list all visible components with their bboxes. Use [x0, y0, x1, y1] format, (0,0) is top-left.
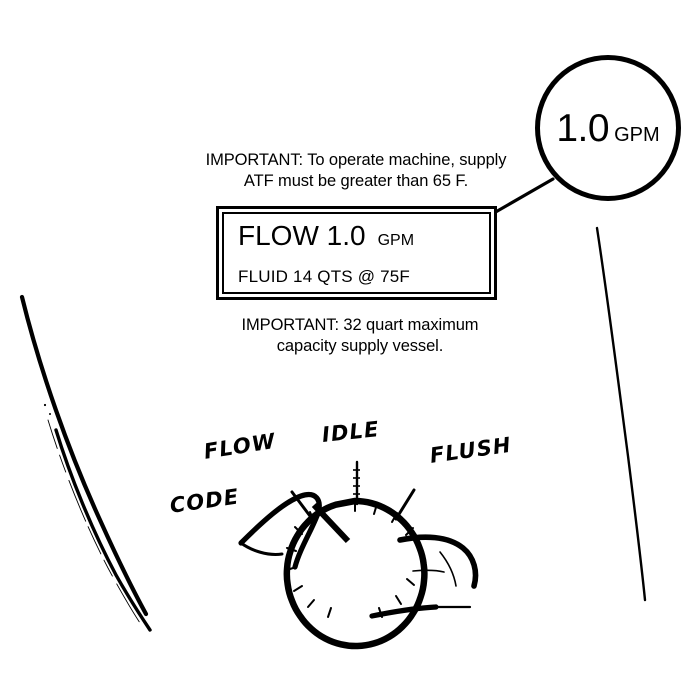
important-note-top: IMPORTANT: To operate machine, supply AT…: [176, 150, 536, 192]
knob-leader-code: [238, 492, 322, 570]
important-note-top-line2: ATF must be greater than 65 F.: [243, 172, 469, 191]
flow-rate-callout: 1.0 GPM: [535, 55, 681, 201]
knob-body[interactable]: [283, 497, 428, 650]
lcd-display-panel: FLOW 1.0 GPM FLUID 14 QTS @ 75F: [216, 206, 497, 300]
knob-knurl-marks: [286, 500, 415, 618]
important-note-bottom-line2: capacity supply vessel.: [276, 337, 444, 356]
lcd-flow-text: FLOW 1.0: [238, 220, 366, 251]
knob-leader-code-tail: [239, 541, 284, 556]
knob-leader-flush: [394, 488, 416, 521]
housing-speck-b: [49, 413, 51, 415]
knob-bracket-right-hairline: [412, 569, 445, 573]
knob-base-sweep: [369, 604, 439, 619]
knob-bracket-right-detail: [439, 551, 457, 587]
knob-leader-idle-ticks: [353, 469, 360, 495]
housing-speck-a: [43, 403, 47, 407]
callout-unit: GPM: [614, 123, 660, 146]
callout-content: 1.0 GPM: [556, 109, 659, 148]
important-note-bottom-line1: IMPORTANT: 32 quart maximum: [241, 316, 479, 334]
lcd-line-flow: FLOW 1.0 GPM: [238, 222, 414, 250]
lcd-display-screen: FLOW 1.0 GPM FLUID 14 QTS @ 75F: [222, 212, 491, 294]
housing-contour-left-inner: [54, 428, 152, 632]
important-note-bottom: IMPORTANT: 32 quart maximum capacity sup…: [200, 315, 520, 357]
important-note-top-line1: IMPORTANT: To operate machine, supply: [205, 151, 507, 169]
housing-contour-left-outer: [19, 294, 149, 617]
lcd-line-fluid: FLUID 14 QTS @ 75F: [238, 267, 411, 286]
callout-value: 1.0: [556, 106, 610, 150]
knob-leader-flow: [290, 490, 315, 522]
housing-detail-hairline-left: [47, 419, 143, 627]
lcd-flow-unit: GPM: [377, 232, 415, 249]
housing-contour-right: [595, 226, 647, 602]
knob-bracket-right: [397, 534, 479, 589]
